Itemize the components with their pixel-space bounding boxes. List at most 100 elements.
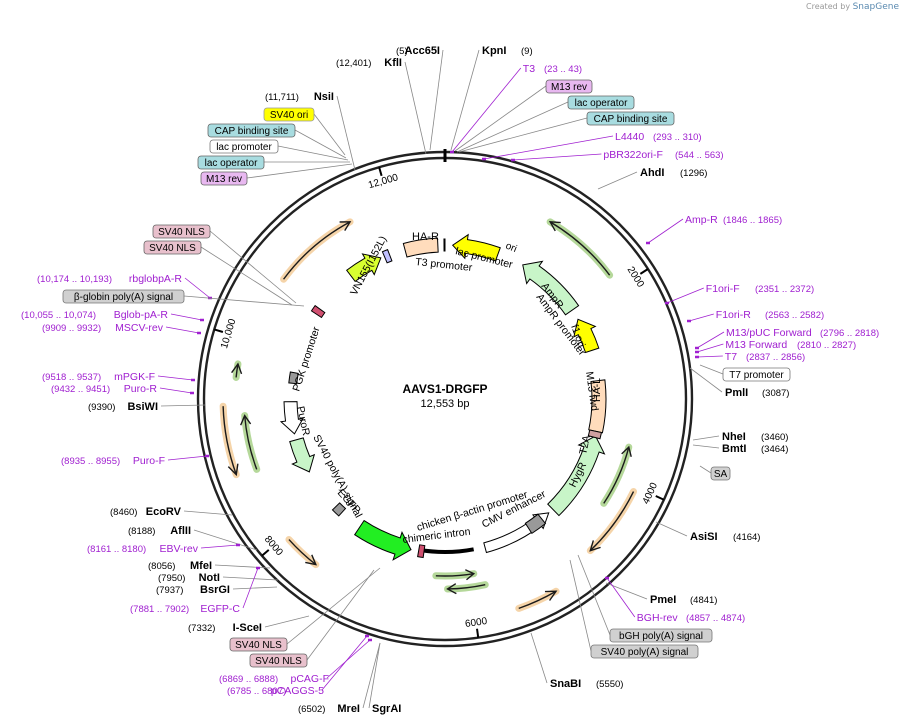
box-leader	[277, 145, 349, 161]
green-arc-5	[432, 569, 478, 581]
ruler-tick-label: 2000	[625, 265, 646, 290]
vn155-arrow	[345, 253, 382, 283]
site-leader	[597, 171, 638, 190]
primer-leader	[242, 567, 259, 609]
primer-leader	[167, 455, 208, 461]
feature-box	[197, 155, 265, 170]
site-pmli: PmlI	[725, 387, 748, 399]
box-leader	[286, 567, 381, 645]
site-leader	[689, 367, 723, 393]
primer-label: Bglob-pA-R	[114, 309, 169, 321]
pgk-grey-block	[288, 371, 299, 385]
sv40-polya-block	[331, 502, 347, 517]
site-position: (6502)	[298, 704, 325, 715]
egfp-arrow	[353, 519, 412, 561]
label-pgk-promoter: PGK promoter	[290, 325, 322, 393]
site-position: (7332)	[188, 623, 215, 634]
ruler-tick	[261, 549, 270, 557]
green-arc-3	[240, 412, 261, 473]
site-position: (8056)	[148, 561, 175, 572]
label-t2a: T2A	[577, 434, 593, 455]
primer-range: (2837 .. 2856)	[746, 352, 805, 363]
feature-box	[209, 139, 279, 154]
site-position: (11,711)	[265, 92, 299, 103]
primer-leader	[696, 343, 724, 353]
label-m13-fwd: M13 fwd	[583, 371, 600, 412]
box-leader	[209, 230, 297, 304]
primer-label: Puro-F	[133, 455, 165, 467]
box-leader	[183, 295, 305, 307]
feature-box-label: M13 rev	[206, 174, 242, 185]
primer-label: pCAGGS-5	[271, 685, 324, 697]
site-position: (8460)	[110, 507, 137, 518]
primer-leader	[170, 313, 203, 321]
site-ahdi: AhdI	[640, 167, 664, 179]
site-leader	[362, 642, 381, 709]
feature-box-label: SV40 NLS	[149, 243, 196, 254]
primer-range: (8935 .. 8955)	[61, 456, 120, 467]
label-ha-l: HA-L	[591, 378, 603, 402]
primer-label: T7	[725, 351, 737, 363]
primer-label: EBV-rev	[159, 543, 198, 555]
primer-label: rbglobpA-R	[129, 273, 183, 285]
leader-lines	[157, 49, 725, 709]
ruler-tick-label: 10,000	[219, 317, 238, 350]
primer-range: (2796 .. 2818)	[820, 328, 879, 339]
snapgene-logo: SnapGene	[852, 2, 899, 12]
primer-leader	[184, 277, 211, 299]
site-position: (7950)	[158, 573, 185, 584]
primer-range: (8161 .. 8180)	[87, 544, 146, 555]
site-position: (1296)	[680, 168, 707, 179]
label-ha-r: HA-R	[412, 231, 439, 243]
site-leader	[368, 642, 381, 709]
primer-label: F1ori-F	[706, 283, 740, 295]
primer-range: (9518 .. 9537)	[42, 372, 101, 383]
primer-label: M13/pUC Forward	[726, 327, 812, 339]
site-leader	[160, 404, 206, 407]
primer-leader	[512, 153, 602, 161]
primer-range: (2563 .. 2582)	[765, 310, 824, 321]
orange-arc-2	[219, 402, 240, 479]
feature-box	[586, 111, 675, 126]
primer-label: pCAG-F	[290, 673, 329, 685]
pgk-promoter-arrow	[279, 401, 304, 435]
primer-leader	[688, 313, 714, 322]
site-leader	[404, 61, 427, 155]
plasmid-length: 12,553 bp	[421, 398, 470, 410]
ruler-tick	[378, 166, 383, 177]
intron-stripe	[417, 544, 426, 559]
box-leader	[699, 364, 724, 375]
green-arc-4	[444, 581, 489, 595]
puror-arrow	[289, 437, 316, 473]
ori-arrow	[451, 233, 501, 262]
feature-box	[567, 95, 635, 110]
site-position: (7937)	[156, 585, 183, 596]
site-leader	[214, 564, 271, 569]
site-leader	[655, 521, 688, 537]
site-aflii: AflII	[170, 525, 191, 537]
feature-box-label: CAP binding site	[594, 114, 668, 125]
lac-stripe-right	[443, 238, 446, 252]
feature-box-label: CAP binding site	[215, 126, 289, 137]
ruler-tick-label: 6000	[464, 616, 488, 630]
watermark-prefix: Created by	[806, 2, 851, 11]
site-bsiwi: BsiWI	[127, 401, 158, 413]
feature-box-label: bGH poly(A) signal	[619, 631, 703, 642]
primer-leader	[159, 387, 193, 394]
site-sgrai: SgrAI	[372, 703, 401, 715]
site-leader	[692, 444, 720, 449]
feature-box	[249, 653, 308, 668]
primer-leader	[696, 355, 723, 358]
site-leader	[232, 586, 278, 590]
feature-box	[143, 240, 202, 255]
box-leader	[699, 465, 712, 474]
primer-leader	[165, 326, 200, 334]
primer-range: (544 .. 563)	[675, 150, 724, 161]
box-leader	[577, 554, 611, 636]
primer-leader	[321, 635, 368, 691]
f1-ori-arrow	[573, 318, 600, 354]
label-ori: ori	[504, 241, 518, 255]
feature-box-label: lac promoter	[216, 142, 272, 153]
primer-range: (4857 .. 4874)	[686, 613, 745, 624]
